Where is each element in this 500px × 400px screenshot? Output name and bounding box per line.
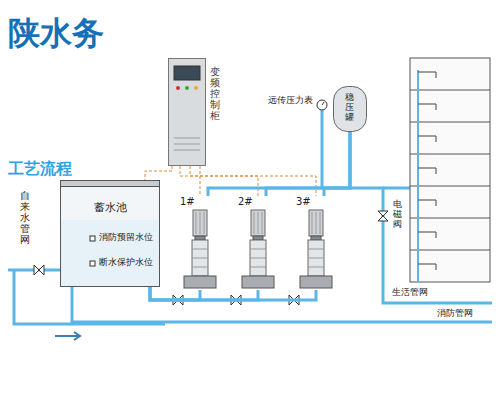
pipe-label: 自来水管网 xyxy=(20,190,30,245)
control-cabinet: 变频控制柜 xyxy=(168,58,206,166)
control-wire xyxy=(200,166,201,196)
valve-label: 电磁阀 xyxy=(393,200,402,230)
tap xyxy=(418,104,436,110)
floor-line xyxy=(410,218,490,219)
node-label: 1# xyxy=(180,196,195,207)
pump-outline xyxy=(296,196,336,290)
floor-line xyxy=(410,122,490,123)
floor-line xyxy=(410,90,490,91)
node-label: 稳压罐 xyxy=(345,93,354,123)
node-label: 变频控制柜 xyxy=(210,66,220,121)
riser-pipe xyxy=(417,70,419,282)
water-pipe xyxy=(266,132,350,196)
tap xyxy=(418,168,436,174)
tap xyxy=(418,136,436,142)
water-pipe xyxy=(150,287,200,300)
floor-line xyxy=(410,154,490,155)
floor-line xyxy=(410,186,490,187)
water-pipe xyxy=(150,287,258,300)
tap xyxy=(418,72,436,78)
node-label: 蓄水池 xyxy=(94,202,127,214)
pump-outline xyxy=(238,196,278,290)
level-label: 断水保护水位 xyxy=(99,258,153,268)
tap xyxy=(418,232,436,238)
tap xyxy=(418,200,436,206)
level-label: 消防预留水位 xyxy=(99,233,153,243)
control-cabinet-outline xyxy=(168,58,206,166)
pipe-label: 生活管网 xyxy=(392,288,428,298)
water-pipe xyxy=(208,132,350,196)
pump-outline xyxy=(180,196,220,290)
water-pipe xyxy=(324,132,350,196)
gauge-label: 远传压力表 xyxy=(268,96,313,106)
pipe-label: 消防管网 xyxy=(437,309,473,319)
control-wire xyxy=(145,166,172,180)
logo: 陕水务 xyxy=(8,16,104,51)
pump: 3# xyxy=(296,196,336,290)
pump: 2# xyxy=(238,196,278,290)
floor-line xyxy=(410,250,490,251)
control-wire xyxy=(180,166,316,196)
water-pipe xyxy=(150,287,316,300)
tap xyxy=(418,264,436,270)
pump: 1# xyxy=(180,196,220,290)
node-label: 3# xyxy=(296,196,311,207)
control-wire xyxy=(190,166,258,196)
pressure-tank: 稳压罐 xyxy=(333,86,367,132)
node-label: 2# xyxy=(238,196,253,207)
diagram-title: 工艺流程 xyxy=(8,160,72,178)
